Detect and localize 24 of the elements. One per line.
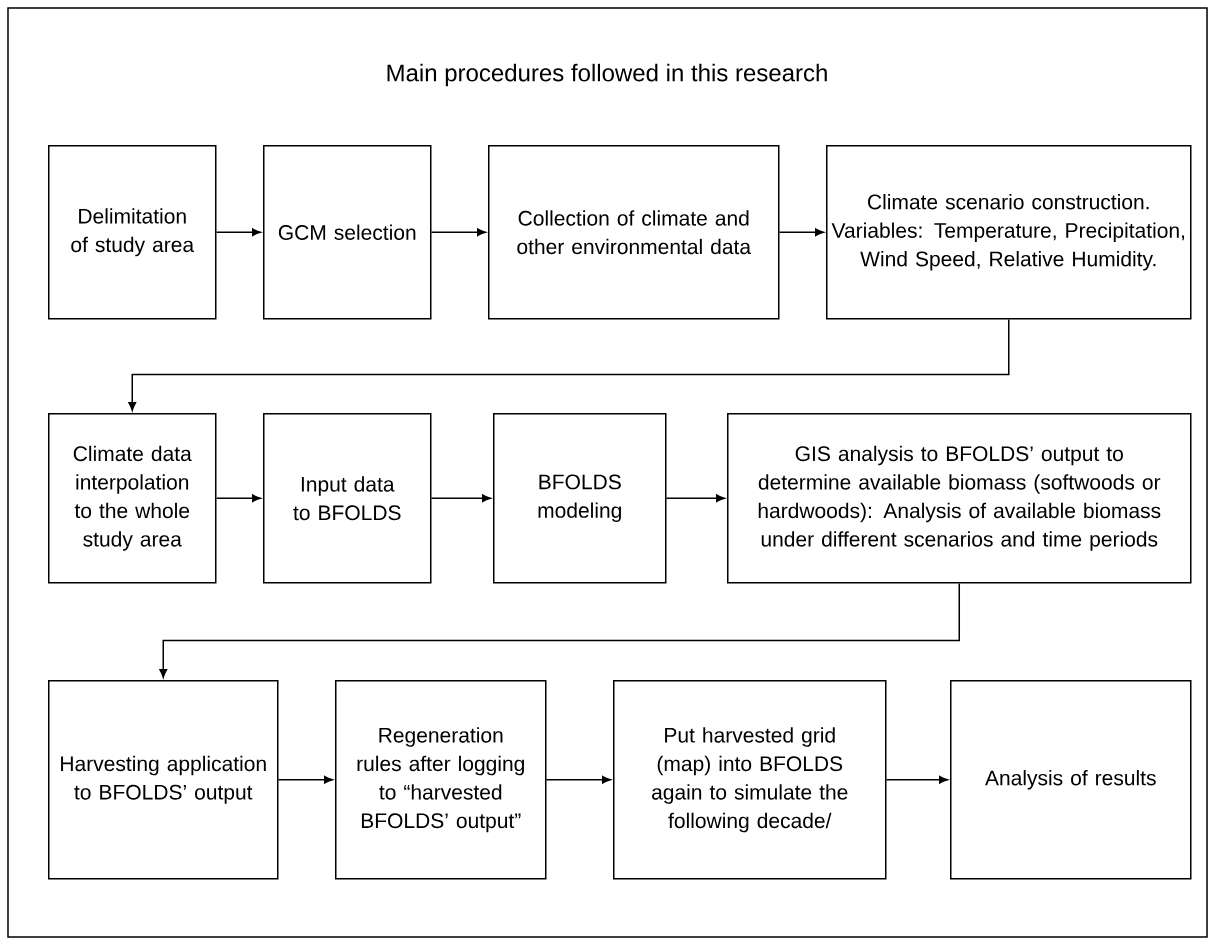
arrow (545, 775, 611, 784)
arrow (885, 775, 948, 784)
process-box: Put harvested grid (map) into BFOLDS again to simulate the following decade/ (613, 680, 887, 880)
process-box: Input data to BFOLDS (263, 413, 432, 584)
process-box: GCM selection (263, 145, 432, 320)
process-box: Climate scenario construction. Variables: Temperature, Precipitation, Wind Speed, Relative Humidity. (826, 145, 1192, 320)
process-box: Analysis of results (950, 680, 1192, 880)
arrow (215, 494, 261, 503)
process-box: GIS analysis to BFOLDS’ output to determine available biomass (softwoods or hardwoods): Analysis of available biomass under different scenarios and time periods (727, 413, 1192, 584)
process-box: Climate data interpolation to the whole study area (48, 413, 217, 584)
arrow (159, 582, 960, 678)
arrow (430, 494, 491, 503)
arrow (665, 494, 725, 503)
process-box: Regeneration rules after logging to “harvested BFOLDS’ output” (335, 680, 547, 880)
arrow (128, 318, 1010, 411)
process-box: Harvesting application to BFOLDS’ output (48, 680, 279, 880)
process-box: BFOLDS modeling (493, 413, 667, 584)
arrow (215, 228, 261, 237)
arrow (778, 228, 824, 237)
process-box: Delimitation of study area (48, 145, 217, 320)
arrow (277, 775, 333, 784)
process-box: Collection of climate and other environmental data (488, 145, 780, 320)
title: Main procedures followed in this research (387, 63, 827, 87)
arrow (430, 228, 486, 237)
